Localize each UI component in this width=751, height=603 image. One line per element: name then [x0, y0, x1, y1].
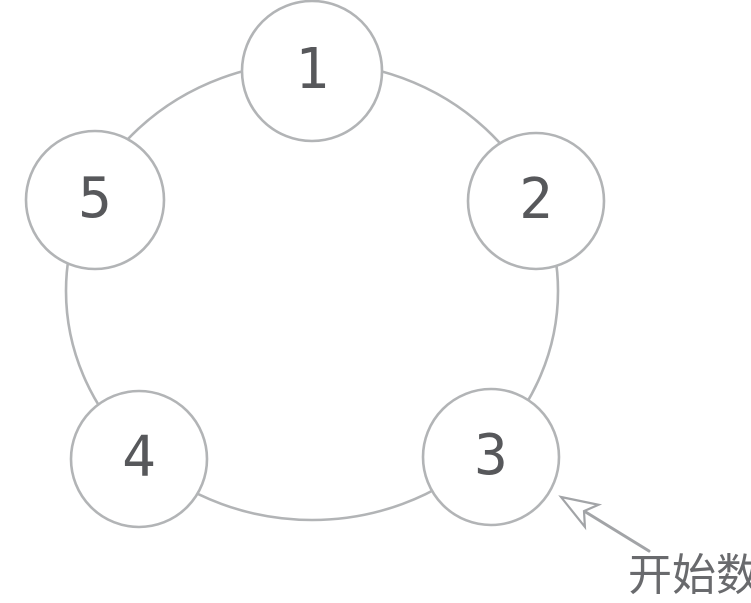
node-5-label: 5 [78, 165, 112, 231]
node-4-label: 4 [122, 424, 156, 490]
node-2-circle [466, 131, 606, 271]
node-1-label: 1 [295, 36, 329, 102]
node-3-circle [421, 387, 561, 527]
annotation-arrowhead-icon [558, 495, 603, 531]
node-3-label: 3 [474, 422, 508, 488]
node-5-circle [24, 129, 166, 271]
annotation-arrow-shaft [582, 509, 651, 553]
node-1-circle [240, 0, 384, 143]
node-2-label: 2 [519, 166, 553, 232]
start-counting-label: 开始数 [628, 550, 751, 601]
node-4-circle [69, 389, 209, 529]
